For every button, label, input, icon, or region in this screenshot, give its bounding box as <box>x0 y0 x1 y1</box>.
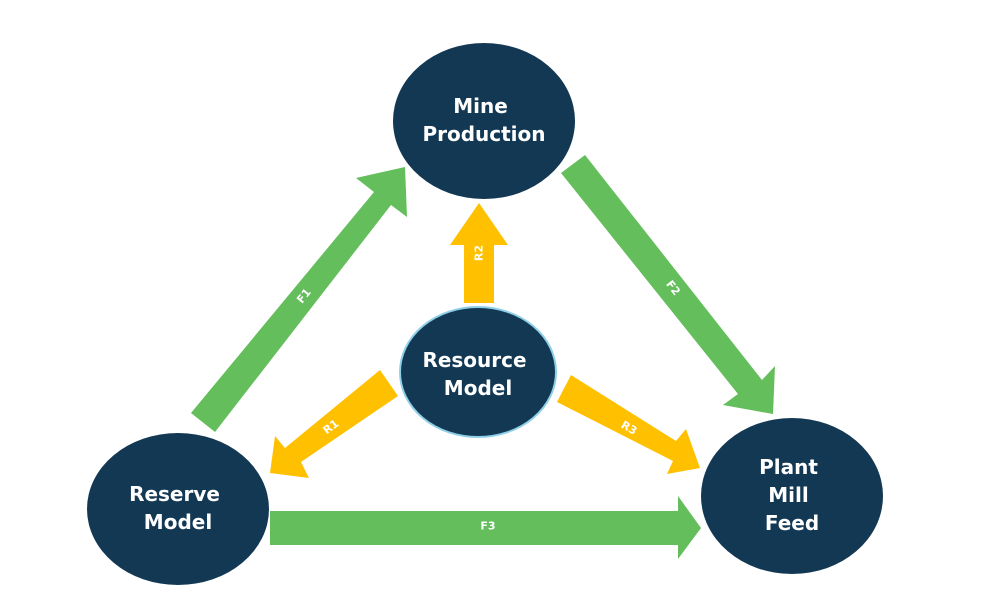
arrow-r1-shape <box>270 370 398 478</box>
node-mine-production-line-2: Production <box>422 122 545 146</box>
arrow-r3-shape <box>557 375 700 474</box>
node-resource-model-line-2: Model <box>444 376 512 400</box>
arrow-r2-shape <box>450 203 508 303</box>
arrow-f2: F2 <box>561 155 775 414</box>
node-reserve-model-shape <box>87 433 269 585</box>
node-reserve-model-line-2: Model <box>144 510 212 534</box>
node-plant-mill-feed-line-3: Feed <box>765 511 819 535</box>
node-reserve-model-label: Reserve Model <box>129 482 227 534</box>
node-resource-model-label: Resource Model <box>422 348 533 400</box>
arrow-f2-shape <box>561 155 775 414</box>
node-reserve-model-line-1: Reserve <box>129 482 220 506</box>
arrow-f1: F1 <box>191 167 407 432</box>
node-plant-mill-feed-shape <box>701 418 883 574</box>
node-mine-production-shape <box>393 43 575 199</box>
arrow-f3: F3 <box>270 496 701 559</box>
arrow-r2: R2 <box>450 203 508 303</box>
node-mine-production-label: Mine Production <box>422 94 545 146</box>
node-resource-model: Resource Model <box>399 306 557 438</box>
node-plant-mill-feed-line-2: Mill <box>768 483 808 507</box>
node-plant-mill-feed-label: Plant Mill Feed <box>759 455 825 535</box>
node-plant-mill-feed: Plant Mill Feed <box>701 418 883 574</box>
arrow-r2-label: R2 <box>473 245 486 261</box>
arrow-f1-shape <box>191 167 407 432</box>
arrow-r1: R1 <box>270 370 398 478</box>
node-reserve-model: Reserve Model <box>87 433 269 585</box>
node-resource-model-shape <box>399 306 557 438</box>
arrow-f3-label: F3 <box>480 520 495 533</box>
node-plant-mill-feed-line-1: Plant <box>759 455 818 479</box>
arrow-r3: R3 <box>557 375 700 474</box>
arrow-f3-shape <box>270 496 701 559</box>
node-resource-model-line-1: Resource <box>422 348 526 372</box>
node-mine-production-line-1: Mine <box>453 94 508 118</box>
node-mine-production: Mine Production <box>393 43 575 199</box>
